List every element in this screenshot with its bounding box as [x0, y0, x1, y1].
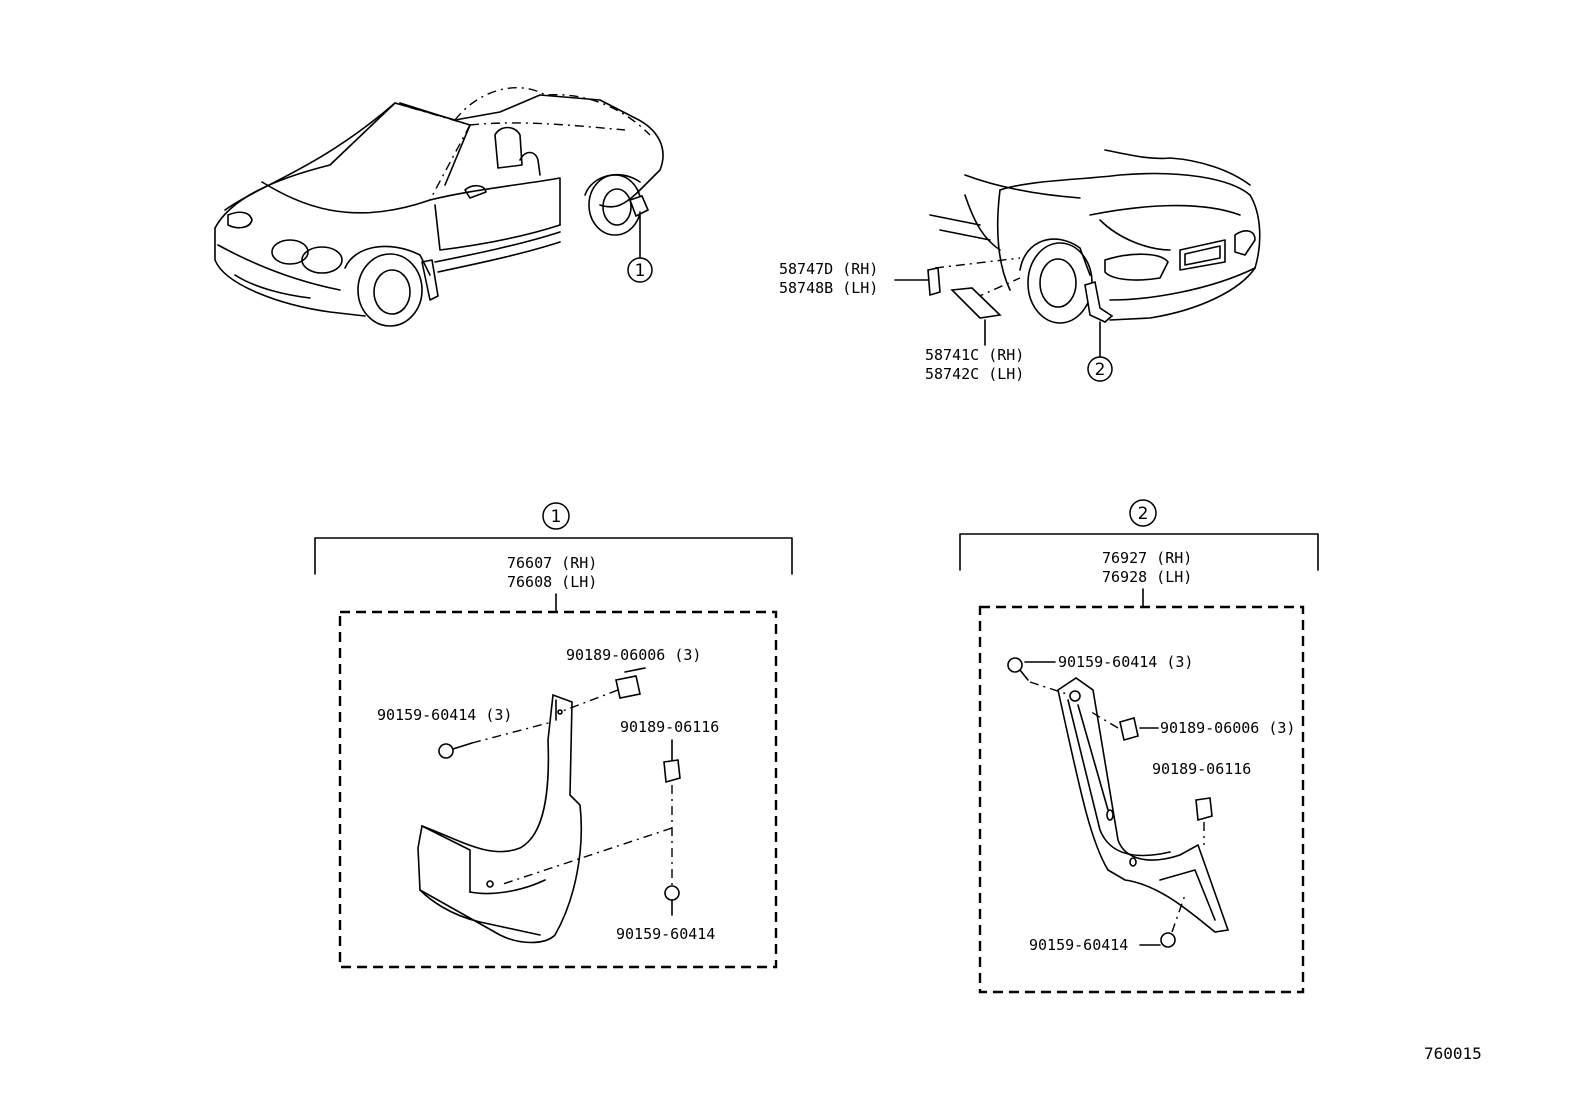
part-label-90159-60414-3-d2: 90159-60414 (3) [1058, 653, 1193, 671]
part-label-90159-60414-d2: 90159-60414 [1029, 936, 1128, 954]
rear-car-illustration [894, 149, 1261, 357]
callout-1-front: 1 [627, 257, 653, 283]
detail-1-box [338, 610, 778, 969]
detail-1-header: 1 76607 (RH) 76608 (LH) [314, 502, 793, 613]
detail-2-box [978, 605, 1305, 994]
svg-text:58741C (RH): 58741C (RH) [925, 346, 1024, 364]
svg-text:58748B (LH): 58748B (LH) [779, 279, 878, 297]
callout-2-rear: 2 [1087, 356, 1113, 382]
part-label-90159-60414-d1: 90159-60414 [616, 925, 715, 943]
svg-text:58742C (LH): 58742C (LH) [925, 365, 1024, 383]
svg-text:76607 (RH): 76607 (RH) [507, 554, 597, 572]
part-label-90189-06116-d1: 90189-06116 [620, 718, 719, 736]
detail-2-fasteners [1007, 657, 1213, 948]
svg-text:2: 2 [1138, 504, 1149, 524]
svg-text:1: 1 [551, 507, 562, 527]
part-label-90189-06006-d1: 90189-06006 (3) [566, 646, 701, 664]
part-label-90189-06116-d2: 90189-06116 [1152, 760, 1251, 778]
part-label-90159-60414-3-d1: 90159-60414 (3) [377, 706, 512, 724]
front-mudflap-drawing [417, 693, 583, 944]
svg-text:76928 (LH): 76928 (LH) [1102, 568, 1192, 586]
figure-code: 760015 [1424, 1044, 1482, 1063]
front-car-illustration [214, 87, 664, 327]
reflector-lower-label: 58741C (RH) 58742C (LH) [925, 346, 1024, 383]
svg-text:1: 1 [635, 261, 646, 281]
part-label-90189-06006-d2: 90189-06006 (3) [1160, 719, 1295, 737]
svg-text:58747D (RH): 58747D (RH) [779, 260, 878, 278]
svg-text:76608 (LH): 76608 (LH) [507, 573, 597, 591]
detail-2-header: 2 76927 (RH) 76928 (LH) [959, 499, 1319, 608]
reflector-upper-label: 58747D (RH) 58748B (LH) [779, 260, 878, 297]
rear-mudflap-drawing [1057, 677, 1230, 933]
svg-text:76927 (RH): 76927 (RH) [1102, 549, 1192, 567]
svg-text:2: 2 [1095, 360, 1106, 380]
detail-1-fasteners [438, 667, 681, 916]
